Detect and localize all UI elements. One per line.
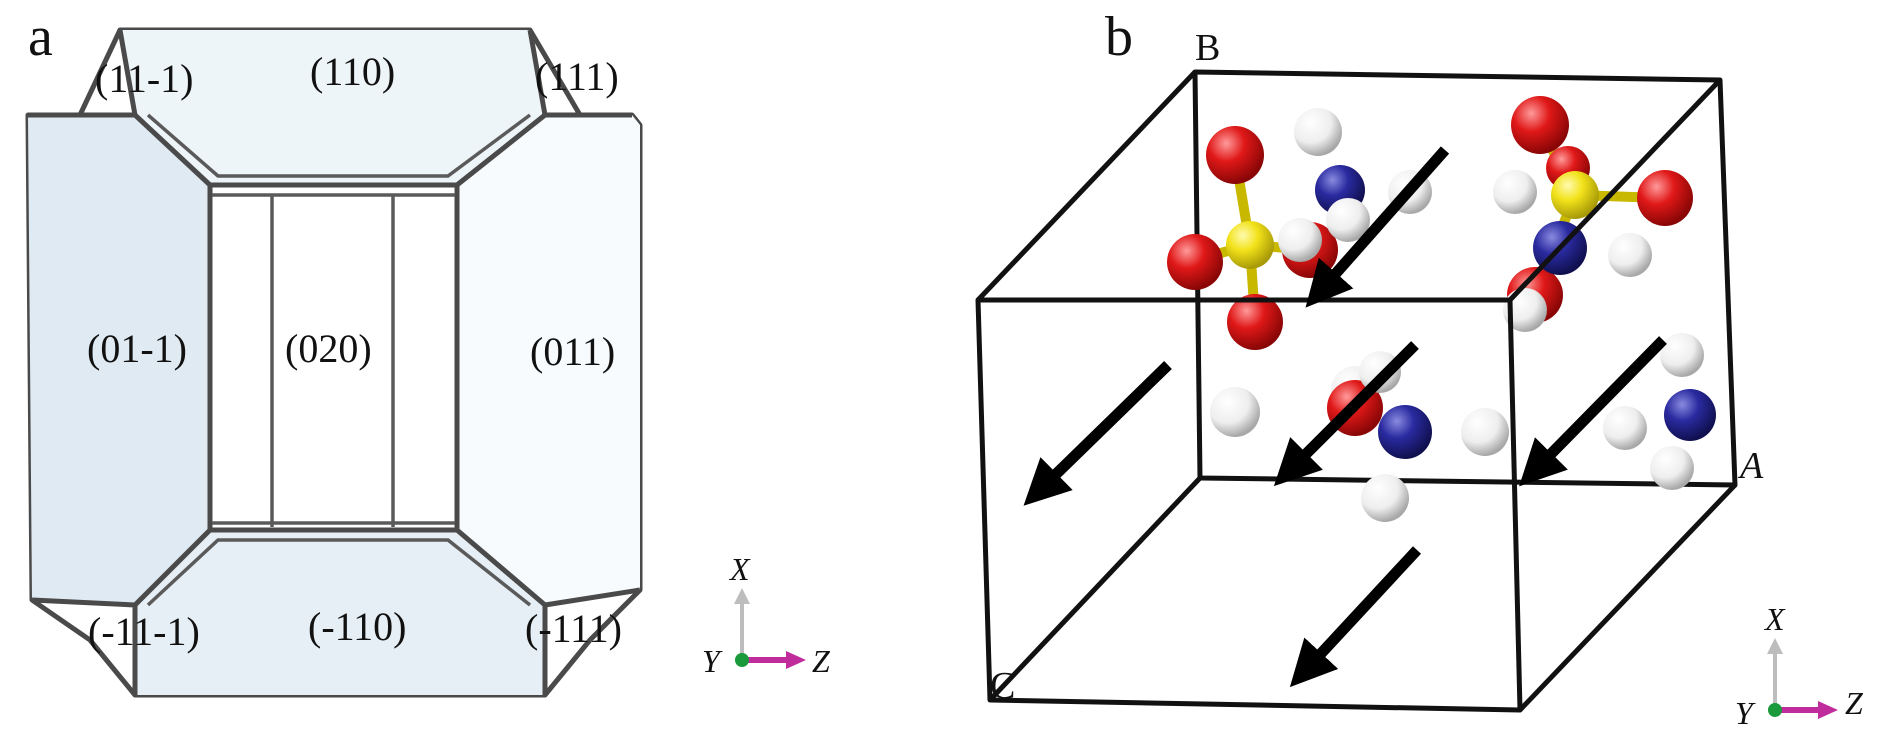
axis-indicator-a: X Y Z <box>702 551 831 679</box>
face-label-020: (020) <box>285 326 372 371</box>
crystal-morphology <box>25 27 643 698</box>
x-axis-arrowhead <box>734 588 750 604</box>
z-axis-arrowhead <box>1818 701 1838 719</box>
panel-b-letter: b <box>1105 6 1133 68</box>
oxygen-atom <box>1637 170 1693 226</box>
face-label-011: (011) <box>530 329 615 374</box>
axis-b-z-label: Z <box>1845 685 1864 721</box>
hydrogen-atom <box>1461 408 1509 456</box>
corner-label-a: A <box>1737 445 1764 487</box>
crystal-edge-bottom-inner <box>133 527 547 607</box>
z-axis-arrowhead <box>786 651 806 669</box>
hydrogen-atom <box>1359 351 1401 393</box>
direction-arrow <box>1519 336 1667 487</box>
panel-a-letter: a <box>28 6 53 68</box>
hydrogen-atom <box>1361 474 1409 522</box>
face-label-m11-1: (-11-1) <box>88 609 200 654</box>
crystal-edge-bottom-bevel <box>31 597 138 695</box>
direction-arrow <box>1023 361 1172 506</box>
ammonium-group-middle <box>1210 351 1509 522</box>
oxygen-atom <box>1167 234 1223 290</box>
sulfate-group-upper-left <box>1167 126 1338 350</box>
x-axis-arrowhead <box>1767 638 1783 654</box>
y-axis-dot <box>735 653 749 667</box>
axis-a-x-label: X <box>728 551 751 587</box>
cell-edge-top-left <box>976 70 1197 302</box>
cell-edge-top-right <box>1508 78 1722 302</box>
face-label-11-1: (11-1) <box>95 56 193 101</box>
sulfur-atom <box>1226 221 1274 269</box>
cell-edge-bottom-right <box>1518 483 1737 712</box>
hydrogen-atom <box>1650 446 1694 490</box>
crystal-edge-top-bevel <box>28 29 138 118</box>
hydrogen-atom <box>1210 387 1260 437</box>
oxygen-atom <box>1227 294 1283 350</box>
face-011-shade <box>457 115 640 605</box>
cell-front-face <box>975 297 1523 713</box>
face-m110-shade <box>135 530 545 695</box>
nitrogen-atom <box>1664 389 1716 441</box>
direction-arrow <box>1273 341 1419 487</box>
axis-a-z-label: Z <box>812 643 831 679</box>
hydrogen-atom <box>1294 108 1342 156</box>
face-label-m111: (-111) <box>525 606 622 651</box>
crystal-edge-bottom-bevel-right <box>542 587 641 695</box>
hydrogen-atom <box>1278 218 1322 262</box>
crystal-edge-bottom-ridge <box>146 538 532 607</box>
ammonium-group-right <box>1603 333 1716 490</box>
face-label-111: (111) <box>535 54 619 99</box>
nitrogen-atom <box>1378 405 1432 459</box>
direction-arrow <box>1305 146 1450 308</box>
hydrogen-atom <box>1660 333 1704 377</box>
corner-label-c: C <box>990 665 1015 707</box>
face-110-shade <box>120 30 545 185</box>
face-020-shade <box>210 185 457 530</box>
crystal-edge-top-bevel-right <box>527 29 632 118</box>
molecules <box>1167 96 1716 522</box>
sulfur-atom <box>1551 171 1599 219</box>
sulfate-group-upper-right <box>1507 96 1693 323</box>
oxygen-atom <box>1206 126 1264 184</box>
hydrogen-atom <box>1608 233 1652 277</box>
hydrogen-atom <box>1493 170 1537 214</box>
hydrogen-atom <box>1326 198 1370 242</box>
axis-b-y-label: Y <box>1735 695 1756 731</box>
direction-arrows <box>1023 146 1667 688</box>
hydrogen-atom <box>1603 406 1647 450</box>
corner-label-b: B <box>1195 27 1220 69</box>
face-label-110: (110) <box>310 49 395 94</box>
axis-a-y-label: Y <box>702 643 723 679</box>
y-axis-dot <box>1768 703 1782 717</box>
cell-edge-back-bottom-left <box>988 476 1202 702</box>
face-01-1-shade <box>28 115 210 605</box>
axis-indicator-b: X Y Z <box>1735 601 1864 731</box>
crystal-edge-top-inner <box>133 113 547 188</box>
direction-arrow <box>1289 546 1422 688</box>
face-label-m110: (-110) <box>308 604 406 649</box>
oxygen-atom <box>1511 96 1569 154</box>
crystal-edge-top-ridge <box>146 113 532 178</box>
axis-b-x-label: X <box>1763 601 1786 637</box>
face-label-01-1: (01-1) <box>87 326 187 371</box>
